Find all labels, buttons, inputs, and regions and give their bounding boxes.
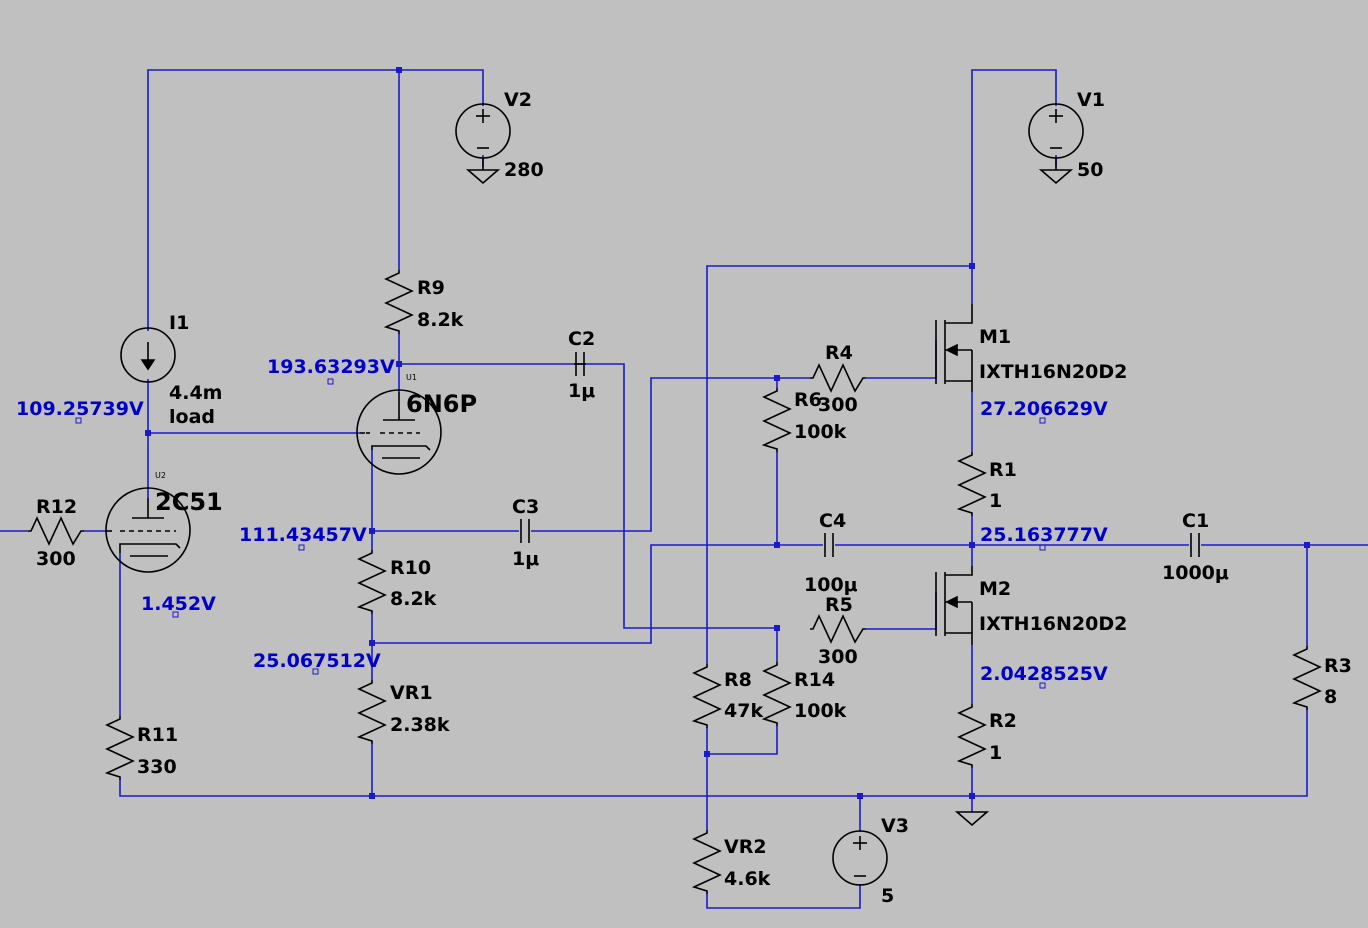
resistor-r10[interactable]: R10 8.2k <box>356 550 437 614</box>
r10-value: 8.2k <box>390 588 437 610</box>
r1-name: R1 <box>989 459 1017 481</box>
c2-value: 1μ <box>568 380 595 402</box>
c4-value: 100μ <box>804 574 858 596</box>
junctions <box>145 67 1310 799</box>
r5-name: R5 <box>825 594 853 616</box>
r1-value: 1 <box>989 490 1002 512</box>
capacitor-c2[interactable]: C2 1μ <box>568 328 595 402</box>
m2-name: M2 <box>979 578 1011 600</box>
capacitor-c4[interactable]: C4 100μ <box>804 510 858 596</box>
resistor-r1[interactable]: R1 1 <box>956 452 1017 516</box>
m1-part: IXTH16N20D2 <box>979 361 1127 383</box>
v2-source[interactable]: V2 280 <box>455 89 544 185</box>
u2-ref: U2 <box>155 471 166 480</box>
r12-name: R12 <box>36 496 77 518</box>
r8-name: R8 <box>724 669 752 691</box>
c1-name: C1 <box>1182 510 1209 532</box>
v3-name: V3 <box>881 815 909 837</box>
vr1-value: 2.38k <box>390 714 450 736</box>
resistor-r4[interactable]: R4 300 <box>810 342 866 416</box>
r4-name: R4 <box>825 342 853 364</box>
voltage-label: 2.0428525V <box>980 663 1108 685</box>
v2-name: V2 <box>504 89 532 111</box>
mosfet-m2[interactable]: M2 IXTH16N20D2 <box>935 566 1127 645</box>
resistor-vr1[interactable]: VR1 2.38k <box>356 680 450 744</box>
resistor-vr2[interactable]: VR2 4.6k <box>691 830 771 894</box>
r6-value: 100k <box>794 421 847 443</box>
r4-value: 300 <box>818 394 858 416</box>
ground-symbol <box>954 811 990 827</box>
r6-name: R6 <box>794 389 822 411</box>
r2-value: 1 <box>989 742 1002 764</box>
u1-ref: U1 <box>406 373 417 382</box>
r3-name: R3 <box>1324 655 1352 677</box>
r5-value: 300 <box>818 646 858 668</box>
r3-value: 8 <box>1324 686 1337 708</box>
v2-value: 280 <box>504 159 544 181</box>
resistor-r2[interactable]: R2 1 <box>956 704 1017 768</box>
tube-u2[interactable]: U2 2C51 <box>105 471 223 573</box>
vr2-name: VR2 <box>724 836 767 858</box>
voltage-label: 193.63293V <box>267 356 395 378</box>
v1-name: V1 <box>1077 89 1105 111</box>
resistor-r6[interactable]: R6 100k <box>761 388 847 452</box>
r12-value: 300 <box>36 548 76 570</box>
i1-current-source[interactable]: I1 4.4m load <box>120 312 222 428</box>
capacitor-c1[interactable]: C1 1000μ <box>1162 510 1229 584</box>
c3-name: C3 <box>512 496 539 518</box>
c4-name: C4 <box>819 510 846 532</box>
v1-source[interactable]: V1 50 <box>1028 89 1105 185</box>
v1-value: 50 <box>1077 159 1103 181</box>
r11-name: R11 <box>137 724 178 746</box>
voltage-labels: 193.63293V 109.25739V 111.43457V 1.452V … <box>16 356 1108 689</box>
r2-name: R2 <box>989 710 1017 732</box>
resistor-r11[interactable]: R11 330 <box>104 716 178 780</box>
r9-value: 8.2k <box>417 309 464 331</box>
resistor-r8[interactable]: R8 47k <box>691 664 763 728</box>
r14-value: 100k <box>794 700 847 722</box>
resistor-r3[interactable]: R3 8 <box>1291 646 1352 710</box>
voltage-label: 25.067512V <box>253 650 381 672</box>
r9-name: R9 <box>417 277 445 299</box>
c2-name: C2 <box>568 328 595 350</box>
vr1-name: VR1 <box>390 682 433 704</box>
m1-name: M1 <box>979 326 1011 348</box>
u2-part: 2C51 <box>155 488 223 516</box>
u1-part: 6N6P <box>406 390 477 418</box>
voltage-label: 27.206629V <box>980 398 1108 420</box>
r10-name: R10 <box>390 557 431 579</box>
voltage-label: 109.25739V <box>16 398 144 420</box>
r14-name: R14 <box>794 669 835 691</box>
resistor-r14[interactable]: R14 100k <box>761 662 847 726</box>
resistor-r12[interactable]: R12 300 <box>28 496 84 570</box>
i1-value-2: load <box>169 406 215 428</box>
c3-value: 1μ <box>512 548 539 570</box>
v3-source[interactable]: V3 5 <box>832 815 909 907</box>
i1-value: 4.4m <box>169 382 222 404</box>
tube-u1[interactable]: U1 6N6P <box>356 373 477 475</box>
m2-part: IXTH16N20D2 <box>979 613 1127 635</box>
v3-value: 5 <box>881 885 894 907</box>
resistor-r5[interactable]: R5 300 <box>810 594 866 668</box>
vr2-value: 4.6k <box>724 868 771 890</box>
voltage-label: 1.452V <box>141 593 216 615</box>
mosfet-m1[interactable]: M1 IXTH16N20D2 <box>935 304 1127 392</box>
r8-value: 47k <box>724 700 763 722</box>
i1-name: I1 <box>169 312 189 334</box>
r11-value: 330 <box>137 756 177 778</box>
resistor-r9[interactable]: R9 8.2k <box>383 270 464 334</box>
voltage-label: 25.163777V <box>980 524 1108 546</box>
voltage-label: 111.43457V <box>239 524 367 546</box>
wires <box>0 69 1368 909</box>
c1-value: 1000μ <box>1162 562 1229 584</box>
capacitor-c3[interactable]: C3 1μ <box>512 496 539 570</box>
